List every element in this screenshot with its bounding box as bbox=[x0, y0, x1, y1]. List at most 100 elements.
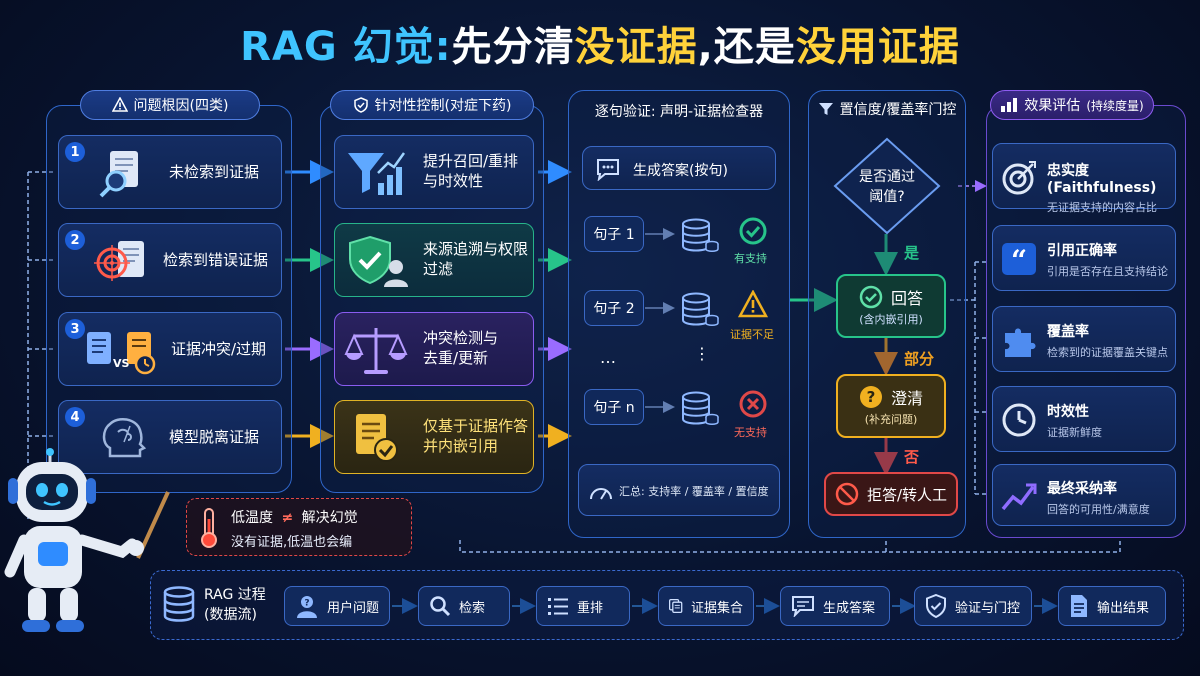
list-icon bbox=[548, 598, 568, 615]
clock-icon bbox=[1002, 403, 1036, 437]
flow-step-retrieve[interactable]: 检索 bbox=[418, 586, 510, 626]
answer-sub: (含内嵌引用) bbox=[859, 313, 923, 326]
brain-head-icon bbox=[95, 411, 151, 467]
flow-step-question[interactable]: ? 用户问题 bbox=[284, 586, 390, 626]
no-label: 否 bbox=[904, 448, 920, 466]
svg-text:?: ? bbox=[304, 599, 309, 609]
control-card-3[interactable]: 冲突检测与 去重/更新 bbox=[334, 312, 534, 386]
sentence-2[interactable]: 句子 2 bbox=[584, 290, 644, 326]
page-title: RAG 幻觉:先分清没证据,还是没用证据 bbox=[240, 24, 960, 70]
robot-mascot bbox=[4, 448, 170, 632]
flow-label-line2: (数据流) bbox=[204, 606, 257, 623]
metric-coverage[interactable]: 覆盖率 检索到的证据覆盖关键点 bbox=[992, 306, 1176, 372]
forbidden-icon bbox=[835, 482, 859, 506]
flow-step-label-2: 检索 bbox=[459, 600, 486, 616]
database-icon bbox=[682, 292, 719, 326]
control-line-1b: 与时效性 bbox=[423, 172, 484, 191]
temp-note-line1: 低温度 ≠ 解决幻觉 bbox=[231, 507, 358, 527]
metric-citation[interactable]: “ 引用正确率 引用是否存在且支持结论 bbox=[992, 225, 1176, 291]
answer-row: 回答 bbox=[859, 285, 923, 309]
verification-header: 逐句验证: 声明-证据检查器 bbox=[594, 104, 764, 120]
answer-box[interactable]: 回答 (含内嵌引用) bbox=[836, 274, 946, 338]
control-line-2a: 来源追溯与权限 bbox=[423, 240, 529, 258]
decision-diamond bbox=[833, 137, 941, 235]
search-icon bbox=[430, 596, 451, 617]
metric-title-1: 忠实度 (Faithfulness) bbox=[1047, 163, 1157, 196]
cause-card-4[interactable]: 4 模型脱离证据 bbox=[58, 400, 282, 474]
metric-citation-text: 引用正确率 引用是否存在且支持结论 bbox=[1047, 240, 1168, 279]
filter-icon bbox=[818, 103, 833, 115]
check-circle-icon bbox=[739, 217, 767, 245]
metric-coverage-text: 覆盖率 检索到的证据覆盖关键点 bbox=[1047, 321, 1168, 360]
decision-line-2: 阈值? bbox=[869, 188, 905, 205]
control-card-2[interactable]: 来源追溯与权限 过滤 bbox=[334, 223, 534, 297]
flow-step-rerank[interactable]: 重排 bbox=[536, 586, 630, 626]
cause-card-1[interactable]: 1 未检索到证据 bbox=[58, 135, 282, 209]
flow-step-label-1: 用户问题 bbox=[326, 600, 379, 616]
x-circle-icon bbox=[739, 390, 767, 418]
cause-label-2: 检索到错误证据 bbox=[163, 251, 269, 269]
status-unsupported: 无支持 bbox=[734, 426, 767, 439]
flow-step-verify[interactable]: 验证与门控 bbox=[914, 586, 1032, 626]
metric-adoption[interactable]: 最终采纳率 回答的可用性/满意度 bbox=[992, 464, 1176, 526]
database-icon bbox=[163, 586, 195, 622]
clarify-sub: (补充问题) bbox=[864, 413, 918, 426]
bar-chart-icon bbox=[1001, 98, 1018, 112]
metric-title-5: 最终采纳率 bbox=[1047, 481, 1117, 497]
yes-label: 是 bbox=[904, 244, 920, 262]
control-line-1a: 提升召回/重排 bbox=[423, 152, 519, 170]
temperature-note: 低温度 ≠ 解决幻觉 没有证据,低温也会编 bbox=[186, 498, 412, 556]
clarify-box[interactable]: ? 澄清 (补充问题) bbox=[836, 374, 946, 438]
metric-sub-5: 回答的可用性/满意度 bbox=[1047, 503, 1150, 516]
metric-sub-4: 证据新鲜度 bbox=[1047, 426, 1102, 439]
metric-sub-1: 无证据支持的内容占比 bbox=[1047, 201, 1157, 214]
chat-icon bbox=[792, 596, 814, 617]
shield-check-icon bbox=[926, 594, 946, 618]
check-circle-icon bbox=[859, 285, 883, 309]
summary-box[interactable]: 汇总: 支持率 / 覆盖率 / 置信度 bbox=[578, 464, 780, 516]
thermometer-icon bbox=[201, 508, 217, 548]
control-line-3a: 冲突检测与 bbox=[423, 329, 499, 347]
flow-step-generate[interactable]: 生成答案 bbox=[780, 586, 890, 626]
bottom-feedback-line bbox=[459, 540, 1121, 553]
user-question-icon: ? bbox=[296, 596, 317, 618]
documents-icon bbox=[669, 599, 683, 613]
evaluation-header-title: 效果评估 bbox=[1024, 98, 1081, 114]
metric-faithfulness[interactable]: 忠实度 (Faithfulness) 无证据支持的内容占比 bbox=[992, 143, 1176, 214]
flow-step-label-7: 输出结果 bbox=[1097, 600, 1150, 616]
flow-step-label-6: 验证与门控 bbox=[955, 600, 1021, 616]
control-line-4a: 仅基于证据作答 bbox=[423, 417, 529, 435]
metric-faithfulness-text: 忠实度 (Faithfulness) 无证据支持的内容占比 bbox=[1047, 160, 1175, 215]
cause-number-3: 3 bbox=[65, 319, 85, 339]
target-icon bbox=[1002, 161, 1036, 195]
metric-freshness[interactable]: 时效性 证据新鲜度 bbox=[992, 386, 1176, 452]
cause-card-3[interactable]: 3 VS 证据冲突/过期 bbox=[58, 312, 282, 386]
sentence-n[interactable]: 句子 n bbox=[584, 389, 644, 425]
sentence-ellipsis: … bbox=[600, 348, 616, 367]
flow-step-output[interactable]: 输出结果 bbox=[1058, 586, 1166, 626]
flow-label: RAG 过程 (数据流) bbox=[204, 586, 266, 625]
status-insufficient: 证据不足 bbox=[730, 328, 774, 341]
control-text-1: 提升召回/重排 与时效性 bbox=[423, 151, 518, 192]
cause-label-3: 证据冲突/过期 bbox=[171, 340, 267, 358]
cause-label-4: 模型脱离证据 bbox=[169, 428, 260, 446]
partial-label: 部分 bbox=[904, 350, 935, 368]
db-ellipsis: ⋮ bbox=[694, 344, 710, 363]
question-circle-icon: ? bbox=[859, 386, 882, 408]
document-search-icon bbox=[95, 146, 151, 202]
cause-number-1: 1 bbox=[65, 142, 85, 162]
control-card-4[interactable]: 仅基于证据作答 并内嵌引用 bbox=[334, 400, 534, 474]
vs-label: VS bbox=[113, 357, 130, 370]
control-card-1[interactable]: 提升召回/重排 与时效性 bbox=[334, 135, 534, 209]
svg-text:“: “ bbox=[1011, 244, 1027, 276]
decision-text: 是否通过 阈值? bbox=[832, 168, 942, 207]
cause-card-2[interactable]: 2 检索到错误证据 bbox=[58, 223, 282, 297]
sentence-1[interactable]: 句子 1 bbox=[584, 216, 644, 252]
refuse-box[interactable]: 拒答/转人工 bbox=[824, 472, 958, 516]
flow-step-evidence[interactable]: 证据集合 bbox=[658, 586, 754, 626]
control-header: 针对性控制(对症下药) bbox=[330, 90, 534, 120]
database-icon bbox=[682, 391, 719, 425]
clarify-row: ? 澄清 bbox=[859, 385, 923, 409]
shield-icon bbox=[353, 97, 368, 113]
generate-answer-box[interactable]: 生成答案(按句) bbox=[582, 146, 776, 190]
